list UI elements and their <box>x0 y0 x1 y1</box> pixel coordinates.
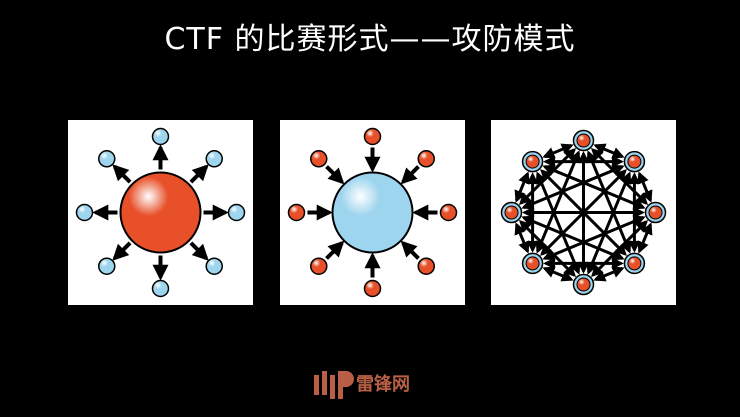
satellite-node-3 <box>417 257 435 275</box>
mesh-node-1 <box>627 154 642 169</box>
diagram-center-outward <box>68 120 253 305</box>
center-node <box>331 171 414 254</box>
satellite-node-0 <box>151 127 170 146</box>
diagram-center-inward <box>280 120 465 305</box>
arrow-3 <box>189 241 209 261</box>
arrow-7 <box>325 165 345 185</box>
satellite-node-5 <box>310 257 328 275</box>
mesh-link <box>514 222 530 254</box>
satellite-node-7 <box>310 150 328 168</box>
satellite-node-6 <box>75 203 94 222</box>
diagram-mesh <box>491 120 676 305</box>
mesh-node-0 <box>576 133 591 148</box>
center-node <box>119 171 202 254</box>
satellite-node-5 <box>98 257 116 275</box>
satellite-node-6 <box>287 203 306 222</box>
satellite-node-2 <box>227 203 246 222</box>
mesh-link <box>514 171 530 203</box>
arrow-7 <box>112 164 132 184</box>
mesh-node-7 <box>525 154 540 169</box>
watermark-text: 雷锋网 <box>356 374 410 395</box>
satellite-node-3 <box>205 257 223 275</box>
satellite-node-1 <box>205 150 223 168</box>
diagram-mesh-svg <box>500 129 667 296</box>
mesh-link <box>535 171 581 275</box>
satellite-node-4 <box>151 279 170 298</box>
satellite-node-7 <box>98 150 116 168</box>
mesh-node-2 <box>648 205 663 220</box>
arrow-5 <box>325 240 345 260</box>
diagram-center-inward-svg <box>287 127 458 298</box>
slide-title: CTF 的比赛形式——攻防模式 <box>164 22 576 57</box>
mesh-link <box>593 266 625 282</box>
mesh-node-6 <box>504 205 519 220</box>
satellite-node-1 <box>417 150 435 168</box>
satellite-node-4 <box>363 279 382 298</box>
mesh-node-4 <box>576 277 591 292</box>
satellite-node-0 <box>363 127 382 146</box>
satellite-node-2 <box>439 203 458 222</box>
arrow-1 <box>189 164 209 184</box>
leiphone-logo-icon <box>314 371 354 399</box>
mesh-node-5 <box>525 256 540 271</box>
arrow-1 <box>400 165 420 185</box>
arrow-5 <box>112 241 132 261</box>
diagram-center-outward-svg <box>75 127 246 298</box>
mesh-node-3 <box>627 256 642 271</box>
arrow-3 <box>400 240 420 260</box>
mesh-link <box>542 143 574 159</box>
